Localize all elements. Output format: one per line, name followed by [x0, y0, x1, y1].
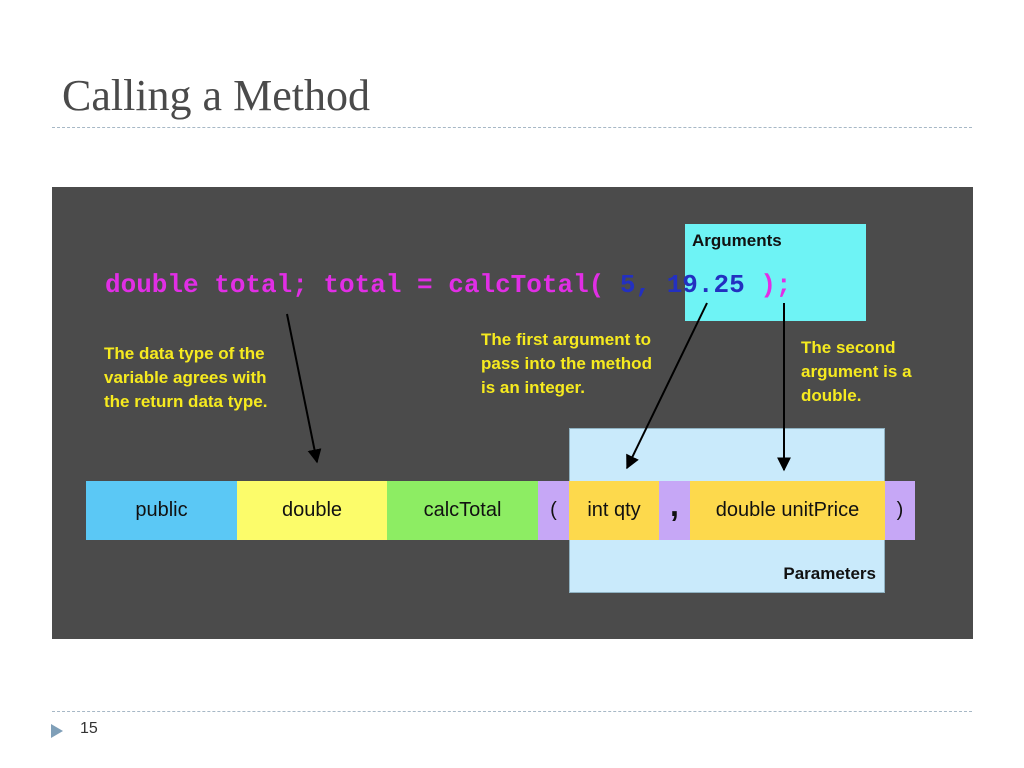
- code-line: double total; total = calcTotal( 5, 19.2…: [105, 270, 792, 300]
- note-first-argument: The first argument to pass into the meth…: [481, 330, 652, 397]
- note-data-type: The data type of the variable agrees wit…: [104, 344, 268, 411]
- code-suffix: );: [760, 270, 792, 300]
- signature-param-unit-price: double unitPrice: [690, 481, 885, 540]
- signature-modifier: public: [86, 481, 237, 540]
- signature-open-paren: (: [538, 481, 569, 540]
- slide-title: Calling a Method: [62, 71, 370, 120]
- arrow-to-return-type: [286, 313, 322, 464]
- page-number: 15: [80, 720, 98, 737]
- signature-param-qty: int qty: [569, 481, 659, 540]
- parameters-label: Parameters: [783, 564, 876, 583]
- signature-comma: ,: [659, 481, 690, 540]
- signature-close-paren: ): [885, 481, 915, 540]
- signature-method-name: calcTotal: [387, 481, 538, 540]
- footer-divider: [52, 711, 972, 712]
- signature-return-type: double: [237, 481, 387, 540]
- title-divider: [52, 127, 972, 128]
- code-prefix: double total; total = calcTotal(: [105, 270, 605, 300]
- arrow-to-param-qty: [626, 302, 708, 470]
- note-second-argument: The second argument is a double.: [801, 338, 912, 405]
- triangle-bullet-icon: [51, 724, 63, 738]
- code-arguments: 5, 19.25: [604, 270, 761, 300]
- arguments-box: Arguments: [685, 224, 866, 321]
- arguments-label: Arguments: [692, 231, 782, 250]
